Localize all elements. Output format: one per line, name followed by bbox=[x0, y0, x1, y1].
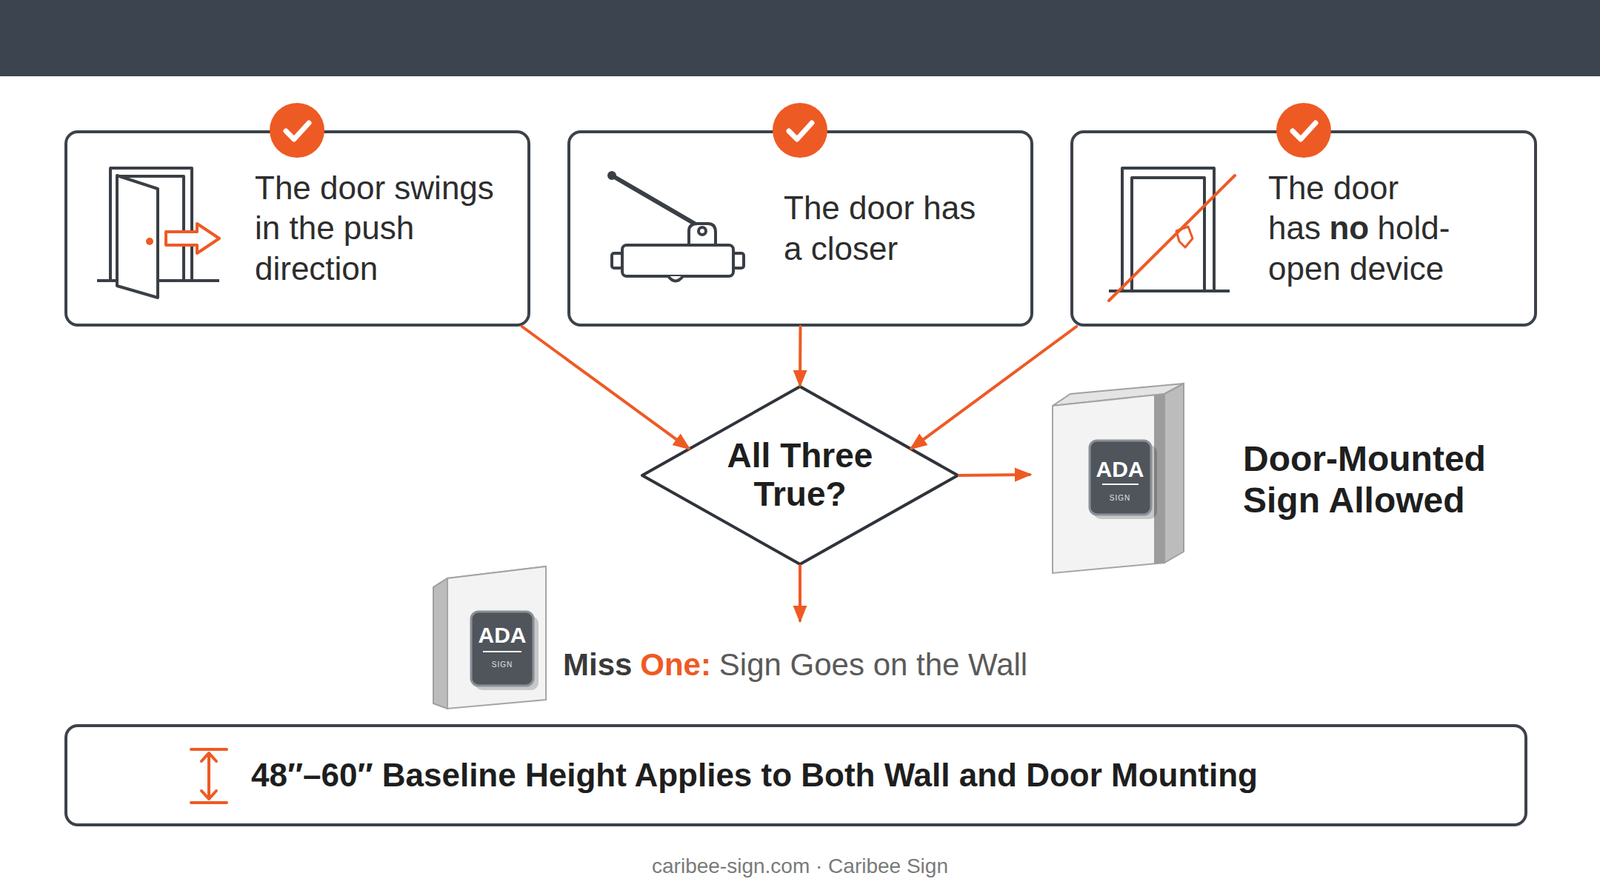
door-swing-icon bbox=[97, 168, 220, 298]
node-text: Miss bbox=[562, 647, 632, 683]
node-text: The door has a closer bbox=[783, 189, 976, 267]
text-area: 48″–60″ Baseline Height Applies to Both … bbox=[251, 727, 1522, 824]
text-flow: The door has a closer bbox=[783, 188, 992, 269]
header-band bbox=[0, 0, 1600, 77]
flow-arrow bbox=[959, 474, 1030, 476]
outcome-node: MissOne:Sign Goes on the Wall bbox=[433, 620, 1100, 710]
door-sign-illustration bbox=[1052, 383, 1184, 574]
text-flow: MissOne:Sign Goes on the Wall bbox=[562, 646, 1097, 684]
diamond-shape bbox=[642, 386, 958, 565]
condition-box: The door swings in the push direction bbox=[64, 130, 531, 327]
text-area: MissOne:Sign Goes on the Wall bbox=[562, 620, 1097, 710]
node-text: Sign Goes on the Wall bbox=[719, 647, 1028, 683]
condition-box: The door hasnohold-open device bbox=[1070, 130, 1538, 327]
node-text: One: bbox=[640, 647, 712, 683]
text-flow: 48″–60″ Baseline Height Applies to Both … bbox=[251, 756, 1522, 796]
text-area: The door swings in the push direction bbox=[254, 133, 515, 324]
text-flow: The door swings in the push direction bbox=[254, 168, 515, 290]
door-closer-icon bbox=[608, 172, 744, 282]
text-flow: Door-Mounted Sign Allowed bbox=[1242, 438, 1532, 521]
flow-arrow bbox=[798, 565, 802, 621]
height-icon bbox=[191, 749, 227, 803]
sign-text: ADA bbox=[478, 622, 527, 649]
condition-box: The door has a closer bbox=[567, 130, 1034, 327]
text-flow: All Three True? bbox=[696, 437, 904, 514]
wall-sign-illustration bbox=[433, 566, 546, 709]
flow-arrow bbox=[798, 326, 803, 386]
text-flow: The door hasnohold-open device bbox=[1268, 168, 1485, 290]
node-text: Door-Mounted Sign Allowed bbox=[1242, 439, 1486, 520]
text-area: Door-Mounted Sign Allowed bbox=[1242, 385, 1532, 574]
sign-text: ADA bbox=[1096, 457, 1145, 483]
sign-subtext: SIGN bbox=[1109, 494, 1131, 503]
flow-arrow bbox=[522, 326, 689, 449]
text-area: The door has a closer bbox=[783, 133, 992, 324]
text-area: The door hasnohold-open device bbox=[1268, 133, 1485, 324]
node-text: All Three True? bbox=[727, 436, 874, 514]
node-text: no bbox=[1328, 209, 1369, 246]
decision-diamond: All Three True? bbox=[640, 385, 960, 566]
note-band: 48″–60″ Baseline Height Applies to Both … bbox=[64, 724, 1528, 827]
flow-arrow bbox=[911, 326, 1078, 449]
node-text: 48″–60″ Baseline Height Applies to Both … bbox=[251, 757, 1258, 794]
sign-subtext: SIGN bbox=[491, 660, 513, 669]
footer-credit: caribee-sign.com · Caribee Sign bbox=[651, 854, 949, 879]
no-hold-open-icon bbox=[1108, 168, 1235, 301]
node-text: The door swings in the push direction bbox=[254, 169, 495, 287]
text-area: All Three True? bbox=[696, 385, 904, 566]
